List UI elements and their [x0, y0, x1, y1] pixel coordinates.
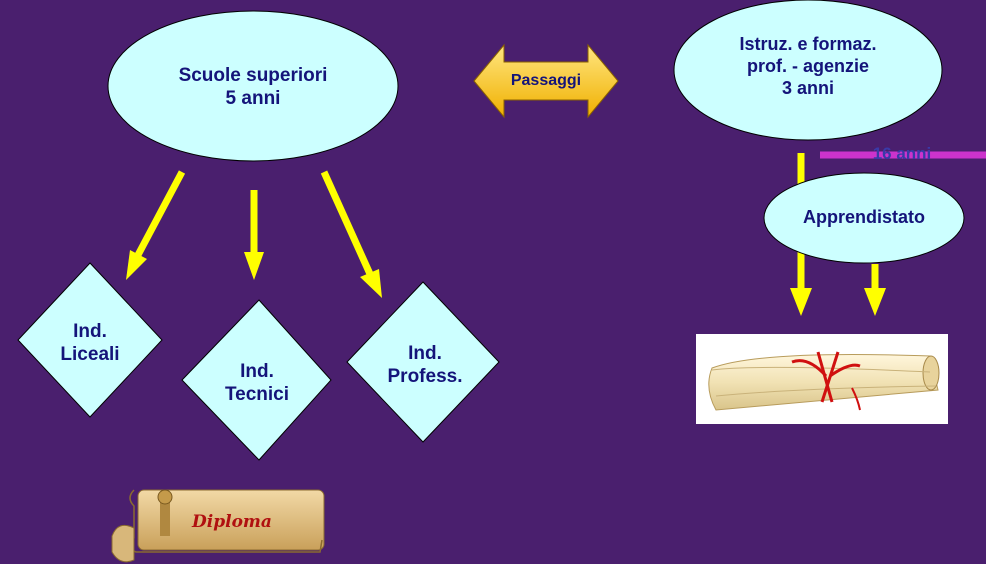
scuole-superiori-ellipse — [107, 10, 399, 162]
istruz-formaz-line1: Istruz. e formaz. — [739, 34, 877, 54]
passaggi-arrow — [473, 43, 619, 119]
ind-liceali-label: Ind. Liceali — [40, 320, 140, 366]
arrow-to-tecnici — [244, 190, 264, 280]
arrow-apprendistato-to-certificate — [864, 264, 886, 316]
ind-liceali-line1: Ind. — [73, 321, 107, 342]
ind-tecnici-line1: Ind. — [240, 361, 274, 382]
passaggi-label: Passaggi — [510, 72, 582, 89]
istruz-formaz-line2: prof. - agenzie — [746, 55, 869, 76]
ind-profess-line2: Profess. — [387, 366, 463, 388]
apprendistato-ellipse — [763, 172, 965, 264]
ind-liceali-diamond — [17, 262, 163, 418]
ind-profess-label: Ind. Profess. — [373, 342, 477, 388]
istruz-formaz-line3: 3 anni — [781, 77, 834, 98]
diploma-scroll-image: Diploma — [111, 489, 325, 563]
arrow-to-liceali — [126, 170, 186, 280]
ind-liceali-line2: Liceali — [60, 344, 120, 366]
ind-tecnici-diamond — [181, 299, 332, 461]
ind-profess-line1: Ind. — [408, 343, 442, 364]
istruz-formaz-ellipse — [673, 0, 943, 141]
age-marker-label: 16 anni — [872, 144, 932, 163]
apprendistato-label: Apprendistato — [802, 207, 925, 227]
ind-tecnici-line2: Tecnici — [224, 384, 290, 406]
scuole-superiori-line2: 5 anni — [225, 88, 281, 110]
certificate-scroll-image — [696, 334, 948, 424]
ind-tecnici-label: Ind. Tecnici — [207, 360, 307, 406]
arrow-to-profess — [320, 170, 382, 298]
istruz-formaz-label: Istruz. e formaz. prof. - agenzie 3 anni — [720, 34, 896, 100]
ind-profess-diamond — [346, 281, 500, 443]
diploma-text: Diploma — [191, 512, 272, 532]
scuole-superiori-label: Scuole superiori 5 anni — [153, 64, 353, 110]
scuole-superiori-line1: Scuole superiori — [178, 65, 328, 86]
